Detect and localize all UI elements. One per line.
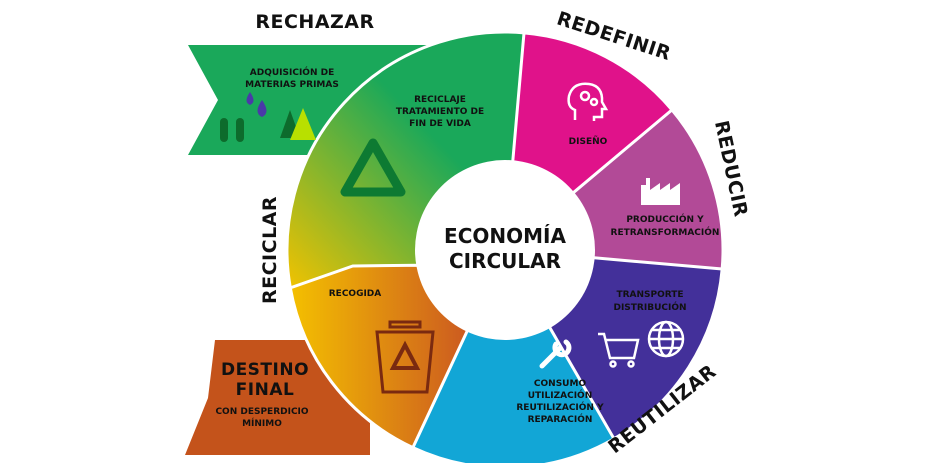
transport-line2: DISTRIBUCIÓN xyxy=(613,301,686,313)
recycling-line2: TRATAMIENTO DE xyxy=(396,107,484,117)
recycle-bin-icon xyxy=(375,320,435,394)
label-rechazar: RECHAZAR xyxy=(255,11,374,33)
raw-materials-line2: MATERIAS PRIMAS xyxy=(245,80,339,90)
globe-icon xyxy=(647,320,685,358)
head-gears-icon xyxy=(567,82,609,121)
center-title-line1: ECONOMÍA xyxy=(444,224,566,248)
recycling-line3: FIN DE VIDA xyxy=(409,119,471,129)
recycling-line1: RECICLAJE xyxy=(414,95,466,105)
raw-materials-line1: ADQUISICIÓN DE xyxy=(250,66,334,78)
wheat-icon xyxy=(220,118,244,142)
consumption-line4: REPARACIÓN xyxy=(528,413,593,425)
final-destination-title1: DESTINO xyxy=(221,360,309,380)
wrench-icon xyxy=(539,339,572,369)
final-destination-sub1: CON DESPERDICIO xyxy=(215,407,308,417)
label-reciclar: RECICLAR xyxy=(259,196,281,304)
collection-label: RECOGIDA xyxy=(329,289,382,299)
center-title-line2: CIRCULAR xyxy=(449,249,561,273)
transport-line1: TRANSPORTE xyxy=(616,290,683,300)
cart-icon xyxy=(598,332,640,368)
final-destination-sub2: MÍNIMO xyxy=(242,417,282,429)
water-drops-icon xyxy=(246,92,267,117)
factory-icon xyxy=(641,178,680,205)
production-line2: RETRANSFORMACIÓN xyxy=(611,226,720,238)
final-destination-title2: FINAL xyxy=(236,380,295,400)
trees-icon xyxy=(280,108,316,140)
recycle-icon xyxy=(340,138,406,197)
production-line1: PRODUCCIÓN Y xyxy=(626,213,704,225)
consumption-line2: UTILIZACIÓN xyxy=(528,389,593,401)
design-label: DISEÑO xyxy=(569,136,608,147)
consumption-line3: REUTILIZACIÓN Y xyxy=(516,401,604,413)
center-circle xyxy=(415,160,595,340)
consumption-line1: CONSUMO xyxy=(534,379,587,389)
